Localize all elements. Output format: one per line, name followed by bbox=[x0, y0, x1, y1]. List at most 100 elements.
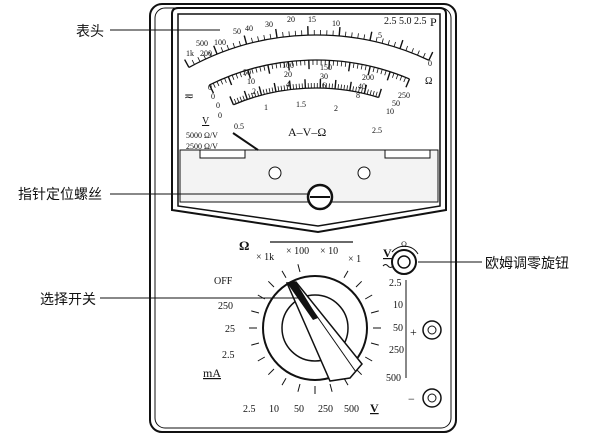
scale-tick bbox=[243, 70, 246, 76]
range-ma-250[interactable]: 250 bbox=[218, 301, 233, 312]
scale-label-scale-2-5: 1.5 bbox=[296, 100, 306, 109]
scale-tick bbox=[376, 68, 379, 74]
range-ohm-x10[interactable]: × 10 bbox=[320, 246, 338, 257]
scale-label-scale-250: 250 bbox=[398, 91, 410, 100]
scale-tick bbox=[346, 85, 348, 91]
range-dcv-250[interactable]: 250 bbox=[318, 404, 333, 415]
scale-tick bbox=[340, 61, 343, 67]
scale-tick bbox=[369, 90, 372, 96]
scale-tick bbox=[239, 72, 242, 78]
scale-label-ohm-scale: 50 bbox=[233, 27, 241, 36]
range-acv-50[interactable]: 50 bbox=[393, 323, 403, 334]
scale-arc-2 bbox=[209, 59, 410, 86]
selector-switch[interactable] bbox=[262, 275, 368, 382]
scale-tick bbox=[203, 54, 207, 60]
scale-arc-1 bbox=[188, 34, 430, 69]
scale-tick bbox=[405, 45, 408, 51]
scale-tick bbox=[265, 88, 268, 94]
scale-tick bbox=[357, 33, 359, 39]
selector-tick bbox=[297, 264, 301, 273]
scale-tick bbox=[360, 64, 363, 70]
ohm-knob-symbol: Ω bbox=[401, 240, 407, 249]
scale-tick bbox=[334, 79, 337, 89]
scale-label-scale-250: 200 bbox=[362, 73, 374, 82]
scale-tick bbox=[239, 96, 243, 102]
scale-tick bbox=[247, 69, 252, 79]
scale-label-scale-10: 2 bbox=[252, 87, 256, 96]
acv-label: V bbox=[383, 246, 392, 260]
range-acv-10[interactable]: 10 bbox=[393, 300, 403, 311]
selector-tick bbox=[281, 270, 287, 279]
scale-label-scale-2-5: 2 bbox=[334, 104, 338, 113]
scale-tick bbox=[422, 52, 426, 58]
range-ohm-x1k[interactable]: × 1k bbox=[256, 252, 274, 263]
selector-tick bbox=[257, 356, 266, 362]
pointer-zero-screw[interactable] bbox=[306, 183, 334, 211]
scale-label-ohm-scale: 0 bbox=[428, 59, 432, 68]
minus-terminal[interactable] bbox=[422, 388, 442, 408]
range-ma-2-5[interactable]: 2.5 bbox=[222, 350, 235, 361]
scale-label-scale-50: 50 bbox=[392, 99, 400, 108]
scale-tick bbox=[251, 37, 254, 43]
meter-needle bbox=[232, 132, 259, 151]
scale-tick bbox=[251, 68, 254, 74]
scale-label-scale-2-5: 1 bbox=[264, 103, 268, 112]
range-off[interactable]: OFF bbox=[214, 276, 233, 287]
range-acv-500[interactable]: 500 bbox=[386, 373, 401, 384]
scale-tick bbox=[288, 80, 292, 90]
scale-tick bbox=[405, 78, 411, 88]
scale-tick bbox=[372, 67, 375, 73]
scale-label-scale-2-5: 0.5 bbox=[234, 122, 244, 131]
range-ohm-x1[interactable]: × 1 bbox=[348, 254, 361, 265]
range-acv-2-5[interactable]: 2.5 bbox=[389, 278, 402, 289]
scale-label-scale-50: 40 bbox=[358, 82, 366, 91]
selector-tick bbox=[355, 280, 363, 288]
range-ma-25[interactable]: 25 bbox=[225, 324, 235, 335]
scale-tick bbox=[381, 38, 384, 44]
scale-tick bbox=[212, 82, 216, 88]
range-dcv-10[interactable]: 10 bbox=[269, 404, 279, 415]
scale-tick bbox=[384, 70, 387, 76]
scale-tick bbox=[328, 60, 331, 70]
scale-tick bbox=[347, 62, 351, 72]
scale-tick bbox=[340, 84, 342, 90]
scale-tick bbox=[395, 74, 399, 80]
scale-label-scale-50: 10 bbox=[247, 77, 255, 86]
range-ohm-x100[interactable]: × 100 bbox=[286, 246, 309, 257]
selector-tick bbox=[281, 377, 287, 386]
range-acv-250[interactable]: 250 bbox=[389, 345, 404, 356]
scale-tick bbox=[351, 32, 353, 38]
scale-tick bbox=[243, 90, 248, 100]
scale-label-scale-50: 20 bbox=[284, 70, 292, 79]
scale-tick bbox=[280, 85, 283, 91]
scale-tick bbox=[248, 93, 251, 99]
scale-tick bbox=[216, 81, 220, 87]
scale-tick bbox=[292, 84, 294, 90]
ohm-zero-knob[interactable] bbox=[391, 245, 419, 275]
scale-tick bbox=[220, 47, 224, 53]
range-dcv-50[interactable]: 50 bbox=[294, 404, 304, 415]
scale-tick bbox=[259, 66, 262, 72]
scale-tick bbox=[269, 33, 272, 39]
scale-tick bbox=[273, 82, 277, 92]
scale-label-scale-50: 30 bbox=[320, 72, 328, 81]
rotate-arrow-icon bbox=[391, 245, 419, 255]
range-dcv-500[interactable]: 500 bbox=[344, 404, 359, 415]
scale-tick bbox=[271, 87, 274, 93]
scale-tick bbox=[428, 51, 434, 61]
scale-tick bbox=[366, 89, 369, 95]
selector-tick bbox=[364, 294, 373, 300]
scale-tick bbox=[197, 57, 201, 62]
plus-terminal[interactable] bbox=[422, 320, 442, 340]
selector-ticks bbox=[249, 264, 381, 394]
selector-tick bbox=[251, 310, 260, 314]
selector-tick bbox=[267, 280, 275, 288]
scale-label-ohm-scale: 5 bbox=[378, 31, 382, 40]
scale-tick bbox=[377, 88, 382, 98]
scale-tick bbox=[184, 59, 190, 68]
dcv-label: V bbox=[370, 401, 379, 415]
range-dcv-2-5[interactable]: 2.5 bbox=[243, 404, 256, 415]
scale-tick bbox=[380, 69, 383, 75]
acv-tilde-icon bbox=[382, 264, 394, 268]
